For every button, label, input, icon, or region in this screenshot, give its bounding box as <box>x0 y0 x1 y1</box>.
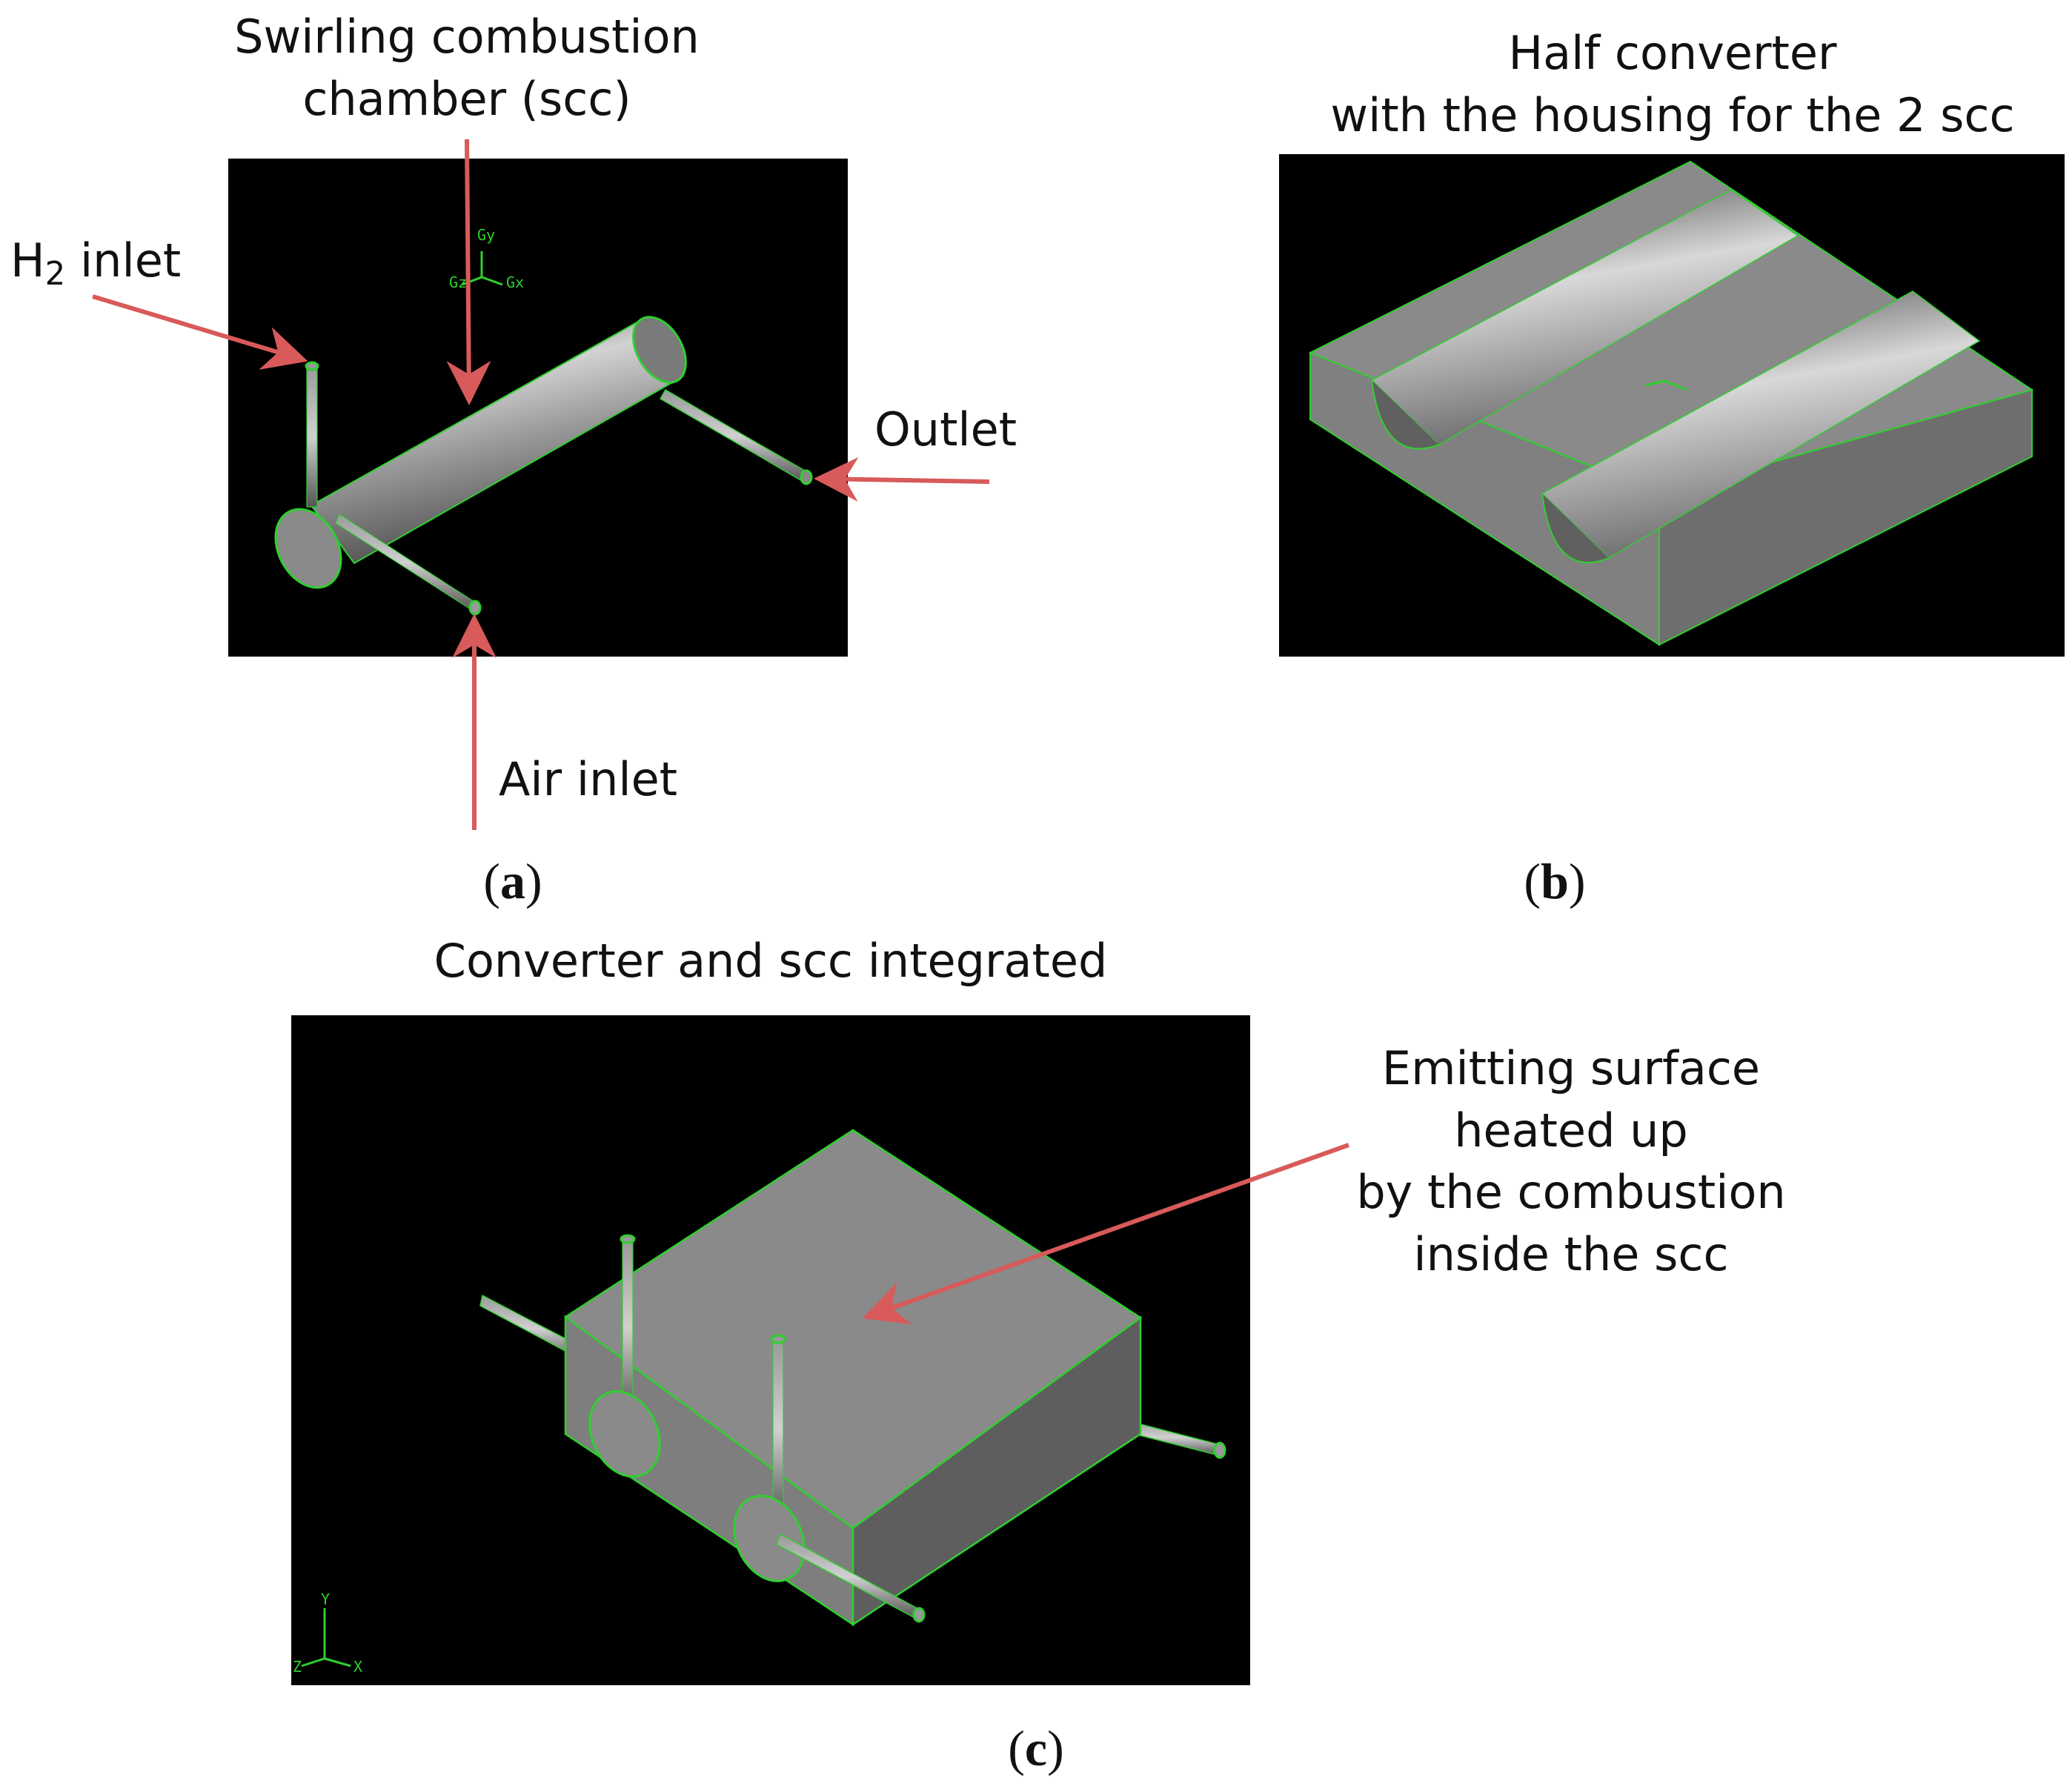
label-emitting-line3: by the combustion <box>1356 1165 1786 1220</box>
axis-label-gy: Gy <box>477 226 495 244</box>
integrated-converter-model: Y X Z <box>293 1129 1226 1676</box>
axis-label-y: Y <box>321 1590 330 1608</box>
panel-c-title: Converter and scc integrated <box>434 934 1108 988</box>
groove-1 <box>1370 189 1799 445</box>
caption-a: (a) <box>483 853 542 909</box>
caption-c: (c) <box>1008 1720 1064 1776</box>
label-scc-line1: Swirling combustion <box>234 10 700 64</box>
label-outlet: Outlet <box>874 402 1017 457</box>
label-air-inlet: Air inlet <box>499 752 678 806</box>
label-emitting-surface: Emitting surface heated up by the combus… <box>1356 1038 1785 1286</box>
caption-b: (b) <box>1524 853 1586 909</box>
panel-b-title-line2: with the housing for the 2 scc <box>1330 87 2015 142</box>
panel-b-viewport <box>1279 154 2065 657</box>
axis-label-gz: Gz <box>449 273 467 291</box>
axis-triad-a <box>462 251 503 286</box>
axis-label-gx: Gx <box>506 273 524 291</box>
label-swirling-combustion-chamber: Swirling combustion chamber (scc) <box>234 6 700 130</box>
axis-mark-b <box>1645 379 1687 391</box>
scc-end-cap <box>274 508 342 589</box>
outlet-tube <box>659 388 813 485</box>
axis-triad-c <box>301 1608 351 1667</box>
label-h2-inlet: H2 inlet <box>10 233 182 293</box>
axis-label-x: X <box>353 1658 362 1676</box>
h2-inlet-tube <box>305 361 319 508</box>
panel-b-title-line1: Half converter <box>1508 26 1837 80</box>
axis-label-z: Z <box>293 1658 302 1676</box>
scc-model: Gy Gx Gz <box>274 226 813 616</box>
label-emitting-line2: heated up <box>1454 1103 1688 1158</box>
scc-cap-2 <box>733 1495 806 1582</box>
panel-b-title: Half converter with the housing for the … <box>1330 22 2014 146</box>
label-emitting-line1: Emitting surface <box>1381 1041 1761 1095</box>
label-emitting-line4: inside the scc <box>1413 1227 1729 1282</box>
half-converter-model <box>1308 160 2034 646</box>
panel-c-viewport: Y X Z <box>291 1015 1250 1685</box>
h2-inlet-tube-2 <box>772 1338 784 1521</box>
scc-cap-1 <box>588 1390 661 1478</box>
panel-a-viewport: Gy Gx Gz <box>228 159 848 657</box>
label-scc-line2: chamber (scc) <box>302 71 631 126</box>
combustion-chamber-cylinder <box>310 316 687 565</box>
h2-inlet-tube-1 <box>622 1238 634 1418</box>
